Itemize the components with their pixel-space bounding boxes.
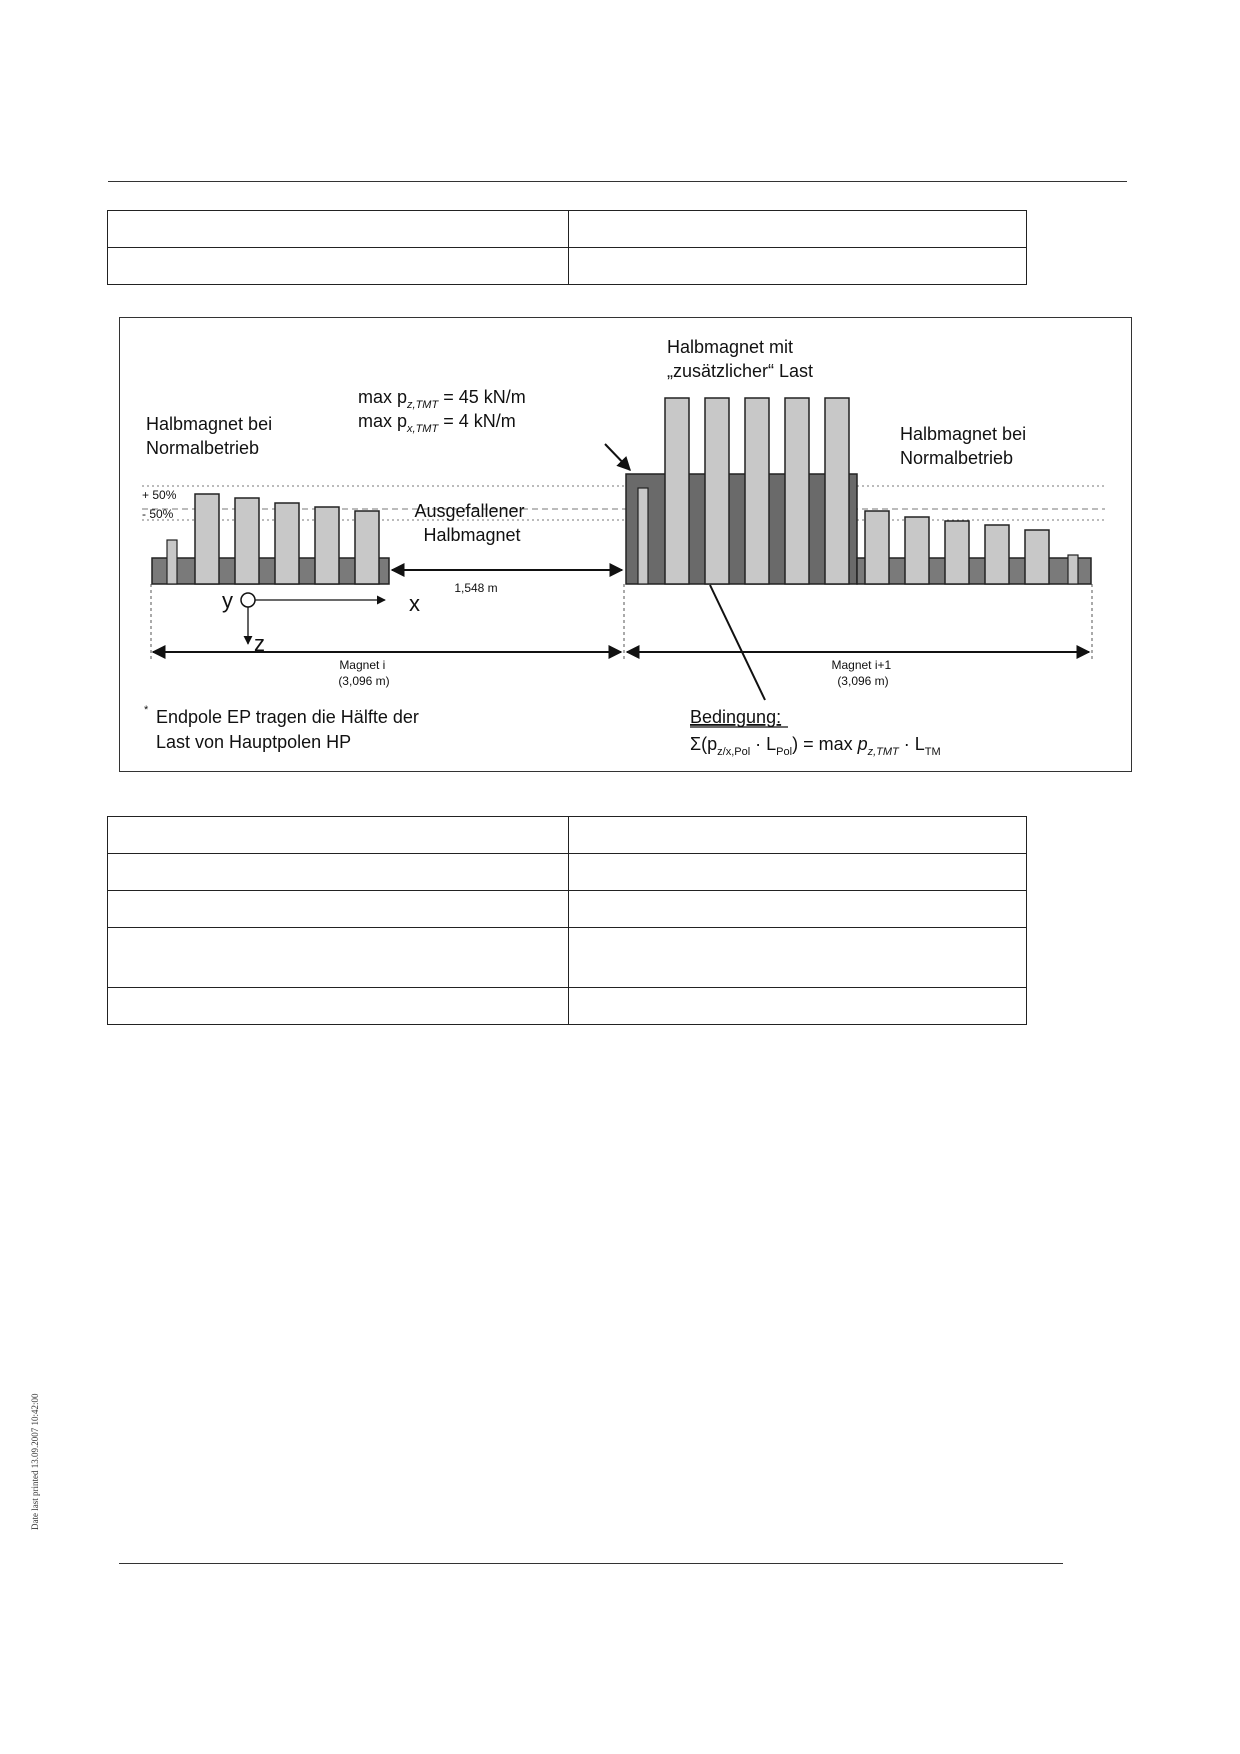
header-cell	[107, 210, 569, 248]
condition-title: Bedingung:	[690, 707, 781, 727]
pole	[1024, 529, 1050, 585]
header-cell	[568, 210, 1027, 248]
header-cell	[568, 247, 1027, 285]
info-cell	[568, 987, 1027, 1025]
right-magnet-base	[856, 557, 1092, 585]
info-cell	[107, 987, 569, 1025]
pole	[944, 520, 970, 585]
pole	[984, 524, 1010, 585]
pole	[274, 502, 300, 585]
magnet-i-label: Magnet i (3,096 m)	[338, 658, 389, 688]
figure-diagram: + 50% - 50%	[142, 337, 1105, 758]
end-pole	[166, 539, 178, 585]
plus-50-label: + 50%	[142, 488, 177, 502]
pole	[704, 397, 730, 585]
info-cell	[568, 890, 1027, 928]
pole	[744, 397, 770, 585]
info-cell	[107, 816, 569, 854]
y-axis-label: y	[222, 588, 233, 613]
max-loads-label: max pz,TMT = 45 kN/m max px,TMT = 4 kN/m	[358, 387, 531, 435]
footer-rule	[119, 1563, 1063, 1564]
header-rule	[108, 181, 1127, 182]
magnet-i1-label: Magnet i+1 (3,096 m)	[831, 658, 894, 688]
minus-50-label: - 50%	[142, 507, 174, 521]
end-pole	[1067, 554, 1079, 585]
left-magnet-base	[151, 557, 390, 585]
z-axis-label: z	[254, 631, 265, 656]
pole	[314, 506, 340, 585]
pole	[864, 510, 890, 585]
condition-pointer-line	[709, 584, 766, 701]
x-axis-label: x	[409, 591, 420, 616]
origin-circle	[240, 592, 256, 608]
header-cell	[107, 247, 569, 285]
gap-length-label: 1,548 m	[454, 581, 497, 595]
info-table	[107, 816, 1027, 1025]
magnet-load-figure: + 50% - 50%	[119, 317, 1132, 772]
header-table	[107, 210, 1027, 285]
info-cell	[107, 890, 569, 928]
info-cell	[107, 927, 569, 988]
extra-load-block	[625, 473, 858, 585]
pole	[354, 510, 380, 585]
footnote-marker: *	[144, 704, 149, 716]
info-cell	[107, 853, 569, 891]
condition-formula: Σ(pz/x,Pol · LPol) = max pz,TMT · LTM	[690, 734, 941, 758]
right-normal-label: Halbmagnet bei Normalbetrieb	[900, 424, 1031, 468]
pole	[904, 516, 930, 585]
end-pole	[637, 487, 649, 585]
info-cell	[568, 927, 1027, 988]
pole	[784, 397, 810, 585]
pole	[824, 397, 850, 585]
date-printed-note: Date last printed 13.09.2007 10:42:00	[30, 1393, 40, 1530]
pole	[234, 497, 260, 585]
info-cell	[568, 816, 1027, 854]
left-normal-label: Halbmagnet bei Normalbetrieb	[146, 414, 277, 458]
extra-load-label: Halbmagnet mit „zusätzlicher“ Last	[667, 337, 813, 381]
info-cell	[568, 853, 1027, 891]
right-magnet	[625, 397, 1092, 585]
pole	[664, 397, 690, 585]
pole	[194, 493, 220, 585]
footnote-text: Endpole EP tragen die Hälfte der Last vo…	[156, 707, 424, 752]
failed-magnet-label: Ausgefallener Halbmagnet	[414, 501, 529, 545]
left-magnet	[151, 493, 390, 585]
extra-load-arrow	[604, 443, 631, 472]
